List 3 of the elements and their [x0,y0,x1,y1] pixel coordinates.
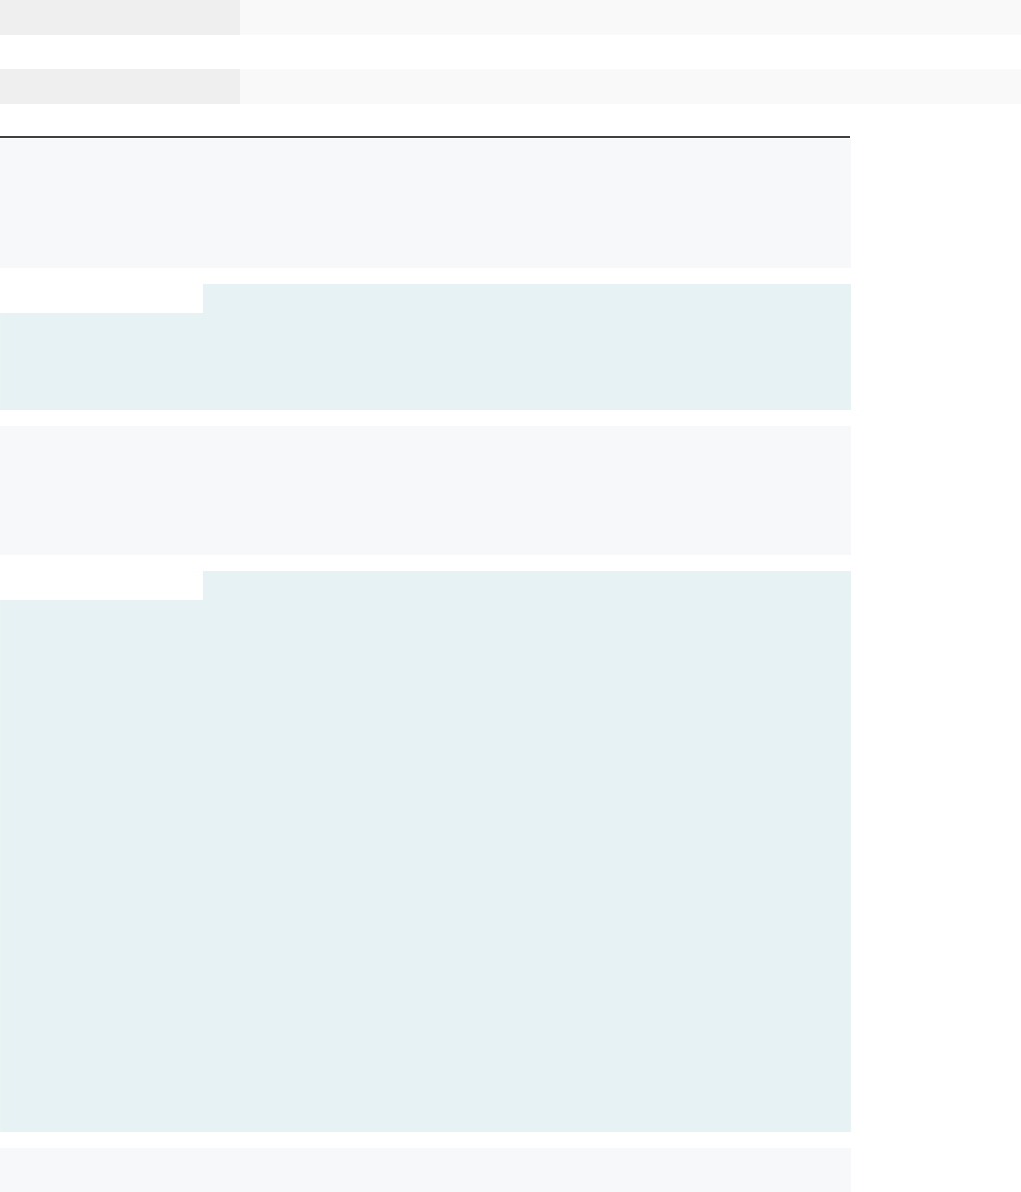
tabbed-panel [0,571,851,1132]
tabbed-panel [0,284,851,410]
panel [0,139,851,268]
